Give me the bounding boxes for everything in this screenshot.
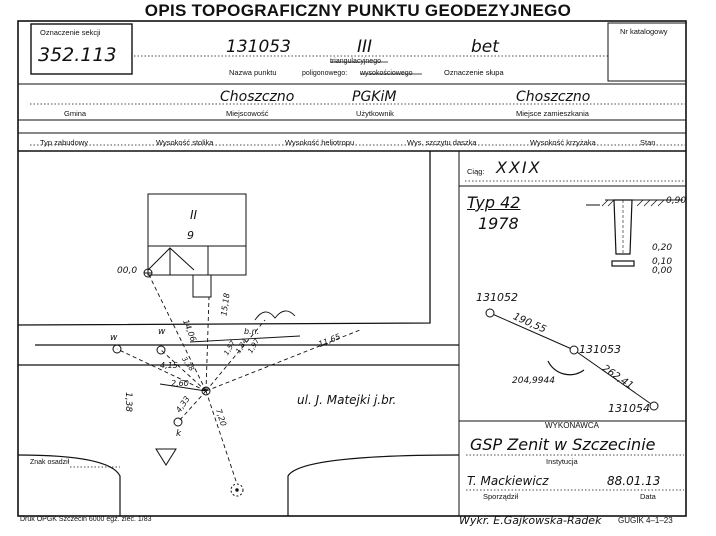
bn-label: b.n. xyxy=(244,327,260,336)
corner-height: 00,0 xyxy=(117,266,138,276)
depth-0-10: 0,10 xyxy=(652,257,673,267)
col-state: Stan xyxy=(640,138,656,147)
made-by: Wykr. E.Gajkowska-Radek xyxy=(459,514,602,527)
w-label-1: w xyxy=(110,333,118,343)
surveyor-name: T. Mackiewicz xyxy=(467,474,549,488)
w-label-2: w xyxy=(158,327,166,337)
col-cross-height: Wysokość krzyżaka xyxy=(530,138,596,147)
network-triangulation: triangulacyjnego xyxy=(330,58,381,65)
section-label: Oznaczenie sekcji xyxy=(40,28,101,37)
point-class: III xyxy=(357,37,373,57)
building-number: 9 xyxy=(187,229,194,242)
institution-name: GSP Zenit w Szczecinie xyxy=(470,435,656,454)
angle-value: 204,9944 xyxy=(512,376,555,386)
residence-label: Miejsce zamieszkania xyxy=(516,109,589,118)
post-label: Oznaczenie słupa xyxy=(444,68,504,77)
survey-date: 88.01.13 xyxy=(607,474,661,488)
print-info: Druk OPGK Szczecin 6000 egz. zlec. 1/83 xyxy=(20,516,152,523)
user-label: Użytkownik xyxy=(356,109,394,118)
depth-0-90: 0,90 xyxy=(666,196,687,206)
col-building-type: Typ zabudowy xyxy=(40,138,88,147)
form-code: GUGIK 4–1–23 xyxy=(618,516,673,525)
wykonawca-label: WYKONAWCA xyxy=(545,421,599,430)
point-number: 131053 xyxy=(226,37,291,57)
point-131053: 131053 xyxy=(579,343,621,356)
section-value: 352.113 xyxy=(38,44,117,66)
catalog-label: Nr katalogowy xyxy=(620,27,668,36)
ciag-label: Ciąg: xyxy=(467,167,485,176)
year-value: 1978 xyxy=(478,214,519,233)
k-label: k xyxy=(176,429,182,439)
col-roof-height: Wys. szczytu daszka xyxy=(407,138,477,147)
institution-label: Instytucja xyxy=(546,457,578,466)
locality-label: Miejscowość xyxy=(226,109,269,118)
dist-4-15: 4,15 xyxy=(160,361,178,370)
street-label: ul. J. Matejki j.br. xyxy=(297,393,397,407)
depth-0-20: 0,20 xyxy=(652,243,673,253)
date-label: Data xyxy=(640,492,656,501)
surveyor-label: Sporządził xyxy=(483,492,519,501)
point-name-label: Nazwa punktu xyxy=(229,68,277,77)
marker-label: Znak osadził xyxy=(30,459,70,466)
gmina-label: Gmina xyxy=(64,109,87,118)
post-marking: bet xyxy=(471,37,499,57)
form-title: OPIS TOPOGRAFICZNY PUNKTU GEODEZYJNEGO xyxy=(144,1,572,20)
point-131052: 131052 xyxy=(476,291,518,304)
building-label: II xyxy=(190,208,198,222)
depth-0-00: 0,00 xyxy=(652,266,673,276)
user-value: PGKiM xyxy=(352,89,397,105)
residence-value: Choszczno xyxy=(516,89,591,105)
point-131054: 131054 xyxy=(608,402,650,415)
network-polygon-crossed: wysokościowego xyxy=(360,70,413,77)
side-label: 1,38 xyxy=(123,391,134,413)
col-table-height: Wysokość stolika xyxy=(156,138,214,147)
ciag-value: XXIX xyxy=(496,158,542,177)
network-polygon: poligonowego: xyxy=(302,70,348,77)
typ-value: Typ 42 xyxy=(467,193,521,212)
dist-2-60: 2,60 xyxy=(171,379,189,388)
locality-value: Choszczno xyxy=(220,89,295,105)
col-heliotrope-height: Wysokość heliotropu xyxy=(285,138,355,147)
